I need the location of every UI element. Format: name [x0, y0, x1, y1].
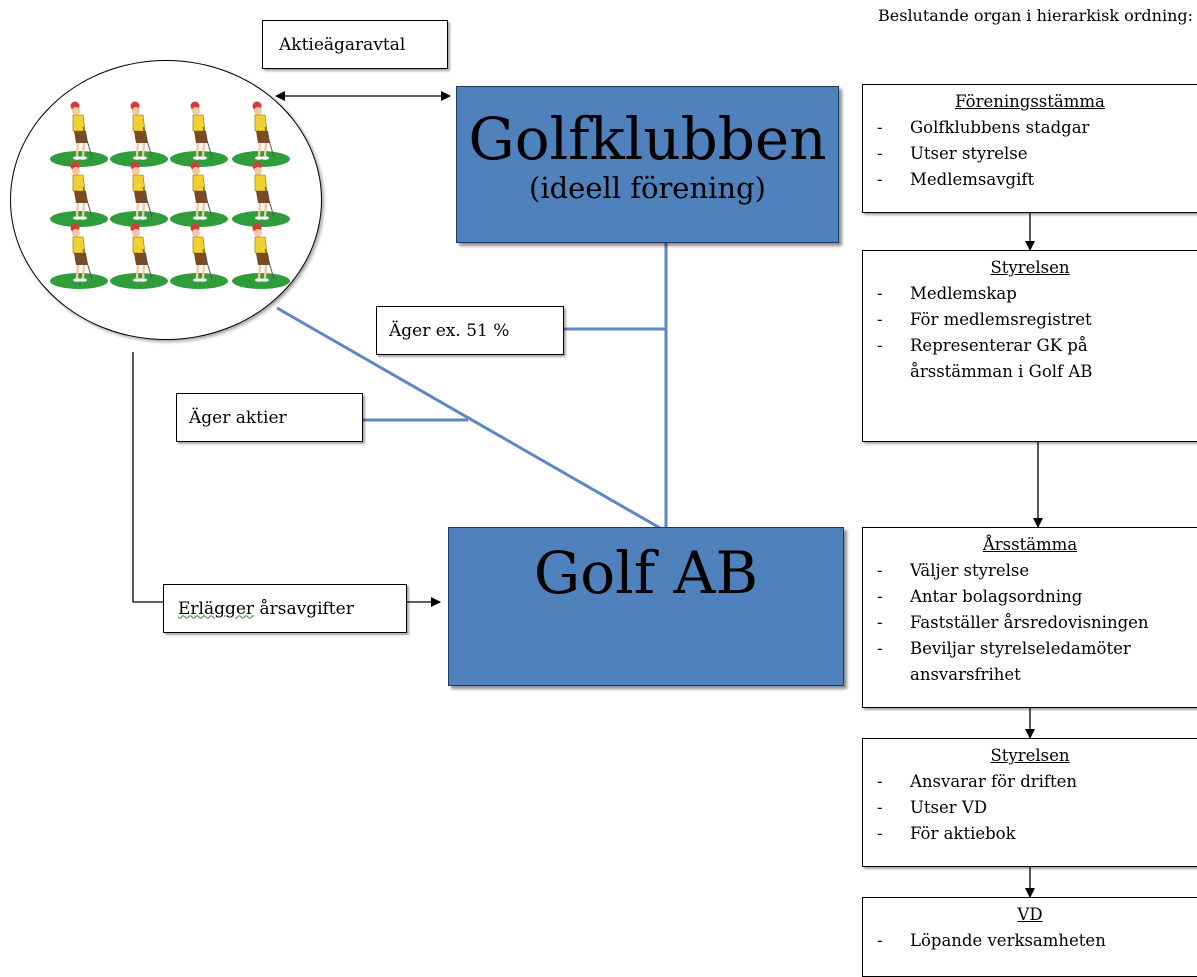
list-item: -Väljer styrelse	[877, 561, 1030, 580]
fee-line	[132, 352, 163, 603]
golfer-figure	[50, 161, 108, 227]
golfklubben-title: Golfklubben	[468, 105, 827, 173]
organ-title: VD	[1017, 905, 1043, 924]
golfer-figure	[50, 101, 108, 167]
pays-fees-rest: årsavgifter	[254, 598, 354, 619]
list-item: -Fastställer årsredovisningen	[877, 613, 1149, 632]
list-item: -För medlemsregistret	[877, 310, 1092, 329]
golfer-figure	[110, 161, 168, 227]
golfer-figure	[232, 101, 290, 167]
golf-ab-title: Golf AB	[533, 539, 759, 607]
organ-title: Styrelsen	[990, 258, 1070, 277]
organ-foreningsstamma: Föreningsstämma -Golfklubbens stadgar -U…	[862, 84, 1197, 213]
list-item: -Utser VD	[877, 798, 988, 817]
list-item: -Golfklubbens stadgar	[877, 118, 1090, 137]
list-item: -Representerar GK på årsstämman i Golf A…	[877, 336, 1093, 381]
golfer-figure	[110, 223, 168, 289]
agreement-label: Aktieägaravtal	[279, 34, 406, 55]
organ-title: Styrelsen	[990, 746, 1070, 765]
list-item: -Antar bolagsordning	[877, 587, 1083, 606]
organ-title: Årsstämma	[982, 535, 1078, 554]
golfer-figure	[232, 223, 290, 289]
organ-styrelsen-gk: Styrelsen -Medlemskap -För medlemsregist…	[862, 250, 1197, 442]
member-shares-line	[276, 306, 661, 530]
organ-styrelsen-ab: Styrelsen -Ansvarar för driften -Utser V…	[862, 738, 1197, 867]
golfer-figure	[232, 161, 290, 227]
pays-fees-label: Erlägger årsavgifter	[164, 585, 406, 632]
owns-shares-label: Äger aktier	[189, 407, 287, 428]
golfer-figure	[170, 101, 228, 167]
list-item: -Medlemskap	[877, 284, 1017, 303]
members-ellipse	[10, 60, 322, 340]
golfklubben-subtitle: (ideell förening)	[529, 171, 766, 205]
golfklubben-box: Golfklubben (ideell förening)	[456, 86, 839, 243]
list-item: -Medlemsavgift	[877, 170, 1035, 189]
organ-vd: VD -Löpande verksamheten	[862, 897, 1197, 977]
golfer-figure	[170, 223, 228, 289]
agreement-box: Aktieägaravtal	[262, 20, 448, 69]
golfer-members-icon	[50, 101, 290, 289]
golfer-figure	[110, 101, 168, 167]
organ-title: Föreningsstämma	[955, 92, 1105, 111]
list-item: -Ansvarar för driften	[877, 772, 1078, 791]
golfer-figure	[50, 223, 108, 289]
golfer-figure	[170, 161, 228, 227]
pays-fees-box: Erlägger årsavgifter	[163, 584, 407, 633]
list-item: -För aktiebok	[877, 824, 1016, 843]
golf-ab-box: Golf AB	[448, 527, 844, 686]
organ-arsstamma: Årsstämma -Väljer styrelse -Antar bolags…	[862, 527, 1197, 708]
owns-shares-box: Äger aktier	[176, 393, 363, 442]
list-item: -Utser styrelse	[877, 144, 1028, 163]
owns-majority-box: Äger ex. 51 %	[376, 306, 564, 355]
list-item: -Beviljar styrelseledamöter ansvarsfrihe…	[877, 639, 1131, 684]
owns-majority-label: Äger ex. 51 %	[389, 320, 510, 341]
pays-fees-word1: Erlägger	[178, 598, 255, 619]
list-item: -Löpande verksamheten	[877, 931, 1106, 950]
hierarchy-heading: Beslutande organ i hierarkisk ordning:	[878, 6, 1193, 25]
